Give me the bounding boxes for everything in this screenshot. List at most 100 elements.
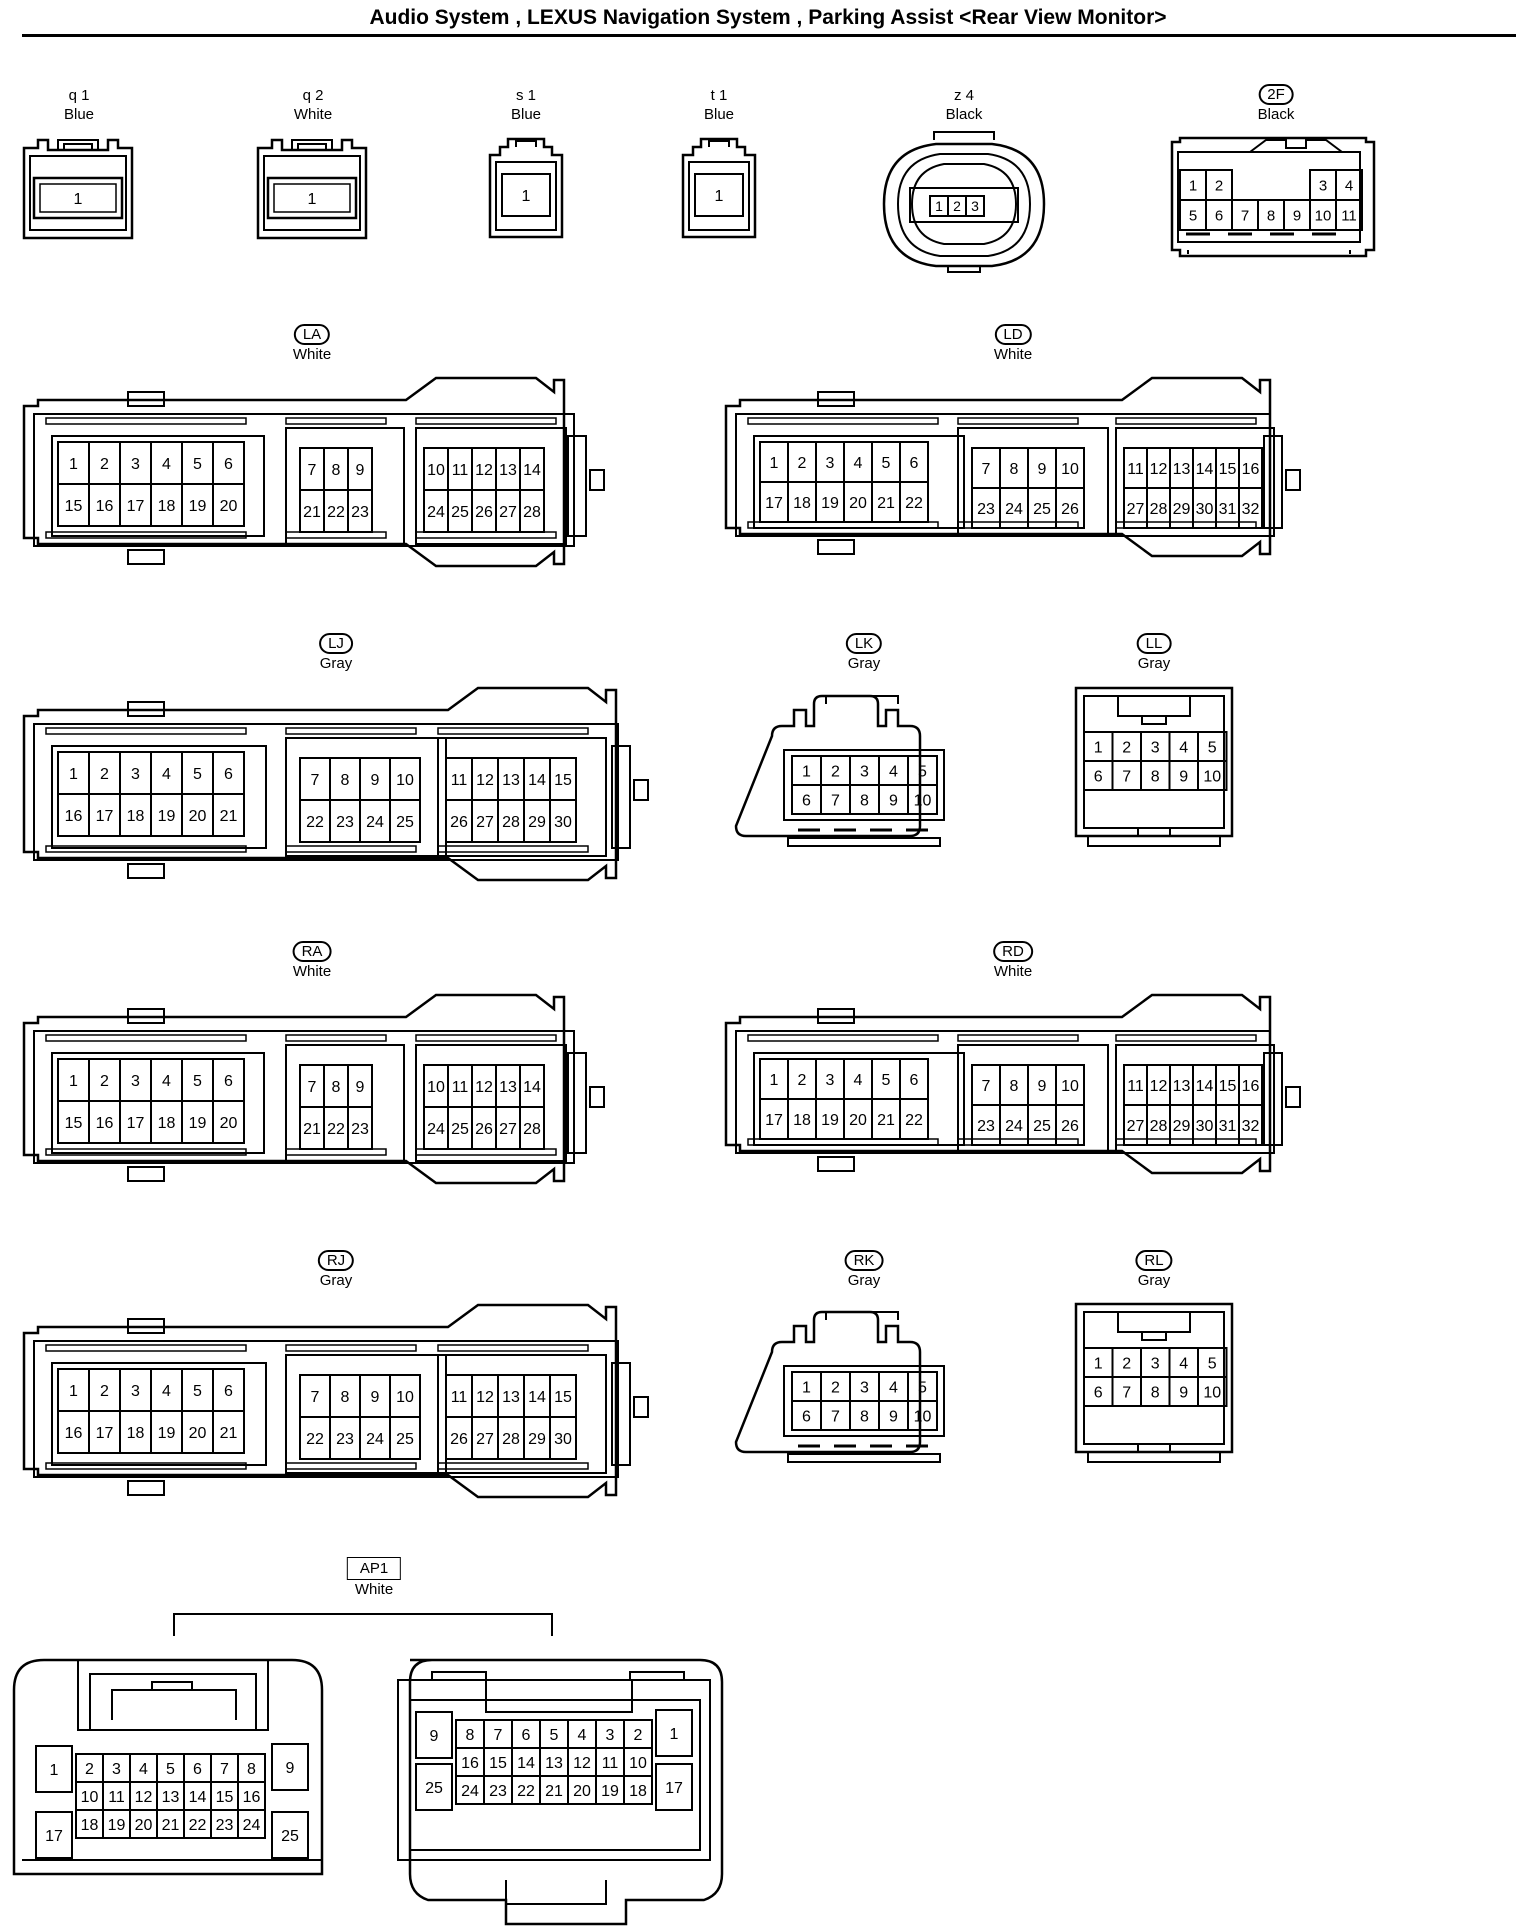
terminal-number: 24	[427, 504, 445, 521]
terminal-number: 6	[802, 792, 811, 809]
terminal-cell: 11	[1123, 447, 1148, 489]
terminal-cell: 21	[299, 489, 325, 533]
terminal-cell: 11	[1123, 1064, 1148, 1106]
terminal-number: 8	[1010, 461, 1019, 478]
housing-outline	[127, 701, 165, 717]
housing-outline	[909, 187, 1019, 223]
terminal-cell: 21	[871, 481, 901, 523]
terminal-cell: 1	[57, 1058, 90, 1102]
page-title: Audio System , LEXUS Navigation System ,…	[369, 6, 1167, 29]
terminal-number: 20	[189, 1425, 207, 1442]
housing-outline	[753, 1052, 965, 1146]
connector-t1: 1	[681, 137, 757, 239]
terminal-cell: 10	[1197, 760, 1228, 791]
terminal-cell: 6	[791, 1400, 822, 1431]
terminal-number: 16	[96, 498, 114, 515]
terminal-cell: 19	[102, 1809, 131, 1839]
housing-outline	[957, 1034, 1079, 1042]
housing-outline	[285, 1344, 417, 1352]
terminal-cell: 19	[150, 793, 183, 837]
terminal-number: 26	[1061, 1118, 1079, 1135]
terminal-cell: 2	[820, 1371, 851, 1402]
terminal-cell: 6	[212, 1058, 245, 1102]
terminal-number: 22	[306, 814, 324, 831]
terminal-cell: 11	[447, 1064, 473, 1108]
terminal-number: 17	[127, 498, 145, 515]
terminal-number: 7	[494, 1727, 503, 1744]
terminal-cell: 26	[445, 1416, 473, 1460]
terminal-number: 25	[281, 1828, 299, 1845]
terminal-cell: 4	[843, 441, 873, 483]
terminal-number: 3	[1151, 1355, 1160, 1372]
housing-outline	[734, 1310, 922, 1454]
housing-outline	[567, 1052, 587, 1154]
housing-outline	[957, 427, 1109, 537]
terminal-cell: 23	[483, 1775, 513, 1805]
housing-outline	[1115, 1034, 1257, 1042]
terminal-cell: 22	[183, 1809, 212, 1839]
terminal-number: 8	[466, 1727, 475, 1744]
terminal-cell: 2	[1111, 1347, 1142, 1378]
housing-outline	[611, 1362, 631, 1466]
connector-label-AP1: AP1 White	[346, 1557, 402, 1599]
housing-outline	[1249, 139, 1343, 153]
terminal-number: 7	[1241, 207, 1249, 224]
terminal-number: 3	[131, 1073, 140, 1090]
terminal-number: 16	[243, 1789, 261, 1806]
housing-outline	[127, 1480, 165, 1496]
connector-label-LK: LK Gray	[845, 633, 883, 673]
terminal-number: 31	[1219, 501, 1237, 518]
terminal-cell: 5	[539, 1719, 569, 1749]
housing-outline	[127, 863, 165, 879]
terminal-number: 8	[1151, 768, 1160, 785]
terminal-number: 10	[427, 462, 445, 479]
terminal-number: 20	[220, 1115, 238, 1132]
terminal-number: 1	[770, 1072, 779, 1089]
terminal-cell: 4	[150, 441, 183, 485]
terminal-number: 8	[247, 1761, 256, 1778]
housing-outline	[1117, 1312, 1191, 1333]
terminal-cell: 13	[497, 1374, 525, 1418]
terminal-number: 31	[1219, 1118, 1237, 1135]
terminal-cell: 5	[907, 1371, 938, 1402]
terminal-number: 20	[573, 1783, 591, 1800]
housing-outline	[947, 266, 981, 273]
terminal-number: 21	[220, 808, 238, 825]
terminal-frame	[271, 1743, 309, 1791]
terminal-cell: 1	[57, 441, 90, 485]
terminal-number: 1	[1094, 1355, 1103, 1372]
terminal-cell: 5	[1197, 1347, 1228, 1378]
terminal-cell: 9	[271, 1743, 309, 1791]
terminal-number: 1	[770, 455, 779, 472]
terminal-number: 11	[1127, 1078, 1144, 1095]
connector-label-2F: 2F Black	[1258, 84, 1294, 124]
terminal-number: 26	[475, 504, 493, 521]
terminal-number: 26	[475, 1121, 493, 1138]
terminal-cell: 9	[359, 757, 391, 801]
terminal-number: 19	[189, 498, 207, 515]
terminal-number: 5	[918, 1379, 927, 1396]
terminal-cell: 21	[212, 793, 245, 837]
terminal-number: 10	[1061, 1078, 1079, 1095]
terminal-number: 25	[425, 1780, 443, 1797]
terminal-cell: 10	[423, 1064, 449, 1108]
terminal-number: 21	[877, 495, 895, 512]
terminal-number: 12	[135, 1789, 153, 1806]
terminal-cell: 4	[878, 755, 909, 786]
terminal-number: 23	[216, 1817, 234, 1834]
terminal-cell: 14	[519, 1064, 545, 1108]
terminal-number: 25	[451, 1121, 469, 1138]
terminal-cell: 15	[549, 1374, 577, 1418]
terminal-cell: 5	[871, 441, 901, 483]
terminal-number: 11	[108, 1789, 125, 1806]
terminal-cell: 9	[359, 1374, 391, 1418]
housing-outline	[957, 417, 1079, 425]
connector-color: Blue	[63, 106, 95, 123]
housing-outline	[1115, 1044, 1275, 1154]
terminal-cell: 26	[1055, 487, 1085, 529]
terminal-number: 7	[1122, 1384, 1131, 1401]
terminal-number: 10	[81, 1789, 99, 1806]
terminal-frame	[212, 1100, 245, 1144]
terminal-cell: 10	[1309, 199, 1337, 231]
terminal-number: 1	[74, 191, 83, 208]
